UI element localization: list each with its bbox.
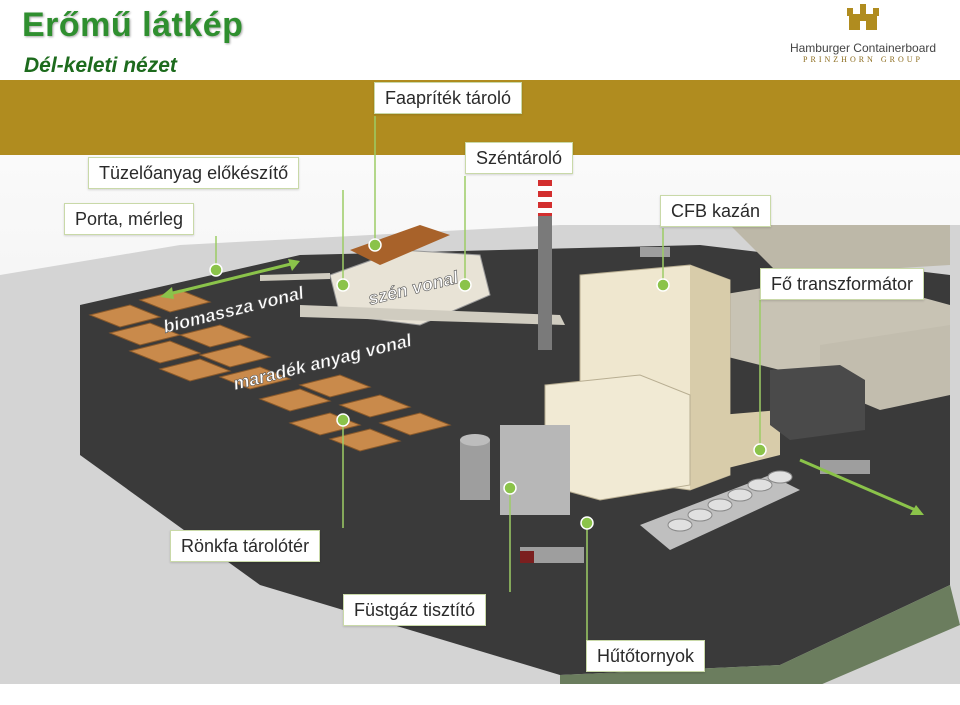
slide-subtitle: Dél-keleti nézet bbox=[24, 54, 177, 77]
callout-tuzeloanyag-elokeszito: Tüzelőanyag előkészítő bbox=[88, 157, 300, 189]
callout-hutotornyok: Hűtőtornyok bbox=[586, 640, 706, 672]
castle-logo-icon bbox=[847, 4, 879, 30]
callout-fustgaz-tisztito: Füstgáz tisztító bbox=[343, 594, 487, 626]
callout-cfb-kazan: CFB kazán bbox=[660, 195, 772, 227]
slide-title: Erőmű látkép bbox=[22, 6, 244, 44]
callout-faapritek-tarolo: Faapríték tároló bbox=[374, 82, 523, 114]
slide-footer bbox=[0, 684, 960, 705]
company-logo: Hamburger Containerboard PRINZHORN GROUP bbox=[788, 2, 938, 66]
logo-brand-text: Hamburger Containerboard bbox=[789, 41, 937, 55]
callout-fo-transzformator: Fő transzformátor bbox=[760, 268, 925, 300]
logo-group-text: PRINZHORN GROUP bbox=[803, 55, 923, 64]
callout-szentarolo: Széntároló bbox=[465, 142, 574, 174]
callout-porta-merleg: Porta, mérleg bbox=[64, 203, 195, 235]
callout-ronkfa-tarolotar: Rönkfa tárolótér bbox=[170, 530, 321, 562]
power-plant-rendering: biomassza vonal szén vonal maradék anyag… bbox=[0, 155, 960, 685]
